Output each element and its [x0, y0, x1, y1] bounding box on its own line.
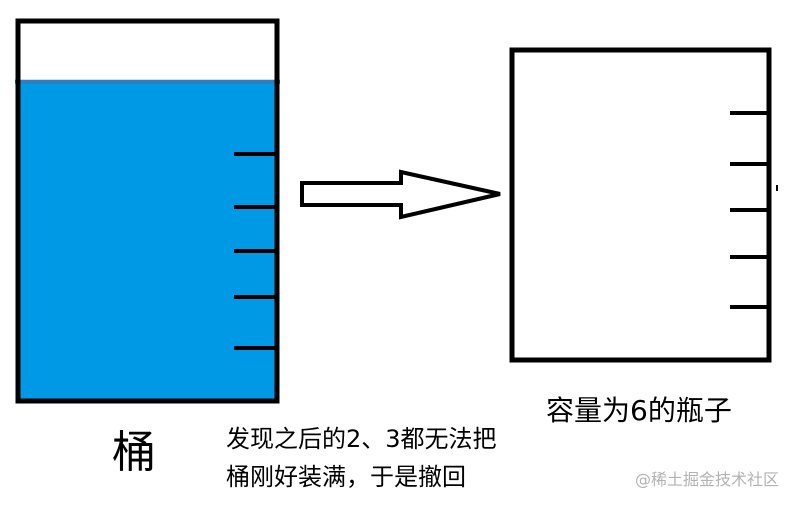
bottle-outline — [509, 47, 772, 363]
bucket-label: 桶 — [112, 427, 156, 478]
bucket-water — [18, 81, 277, 402]
right-arrow — [300, 169, 501, 220]
bucket-outline — [15, 18, 280, 404]
bottle-label: 容量为6的瓶子 — [546, 394, 732, 427]
bottle — [509, 47, 778, 363]
note-line-1: 发现之后的2、3都无法把 — [226, 425, 497, 453]
explanation-note: 发现之后的2、3都无法把 桶刚好装满，于是撤回 — [226, 420, 497, 496]
note-line-2: 桶刚好装满，于是撤回 — [226, 463, 466, 491]
bucket — [15, 18, 280, 404]
watermark: @稀土掘金技术社区 — [634, 470, 779, 489]
